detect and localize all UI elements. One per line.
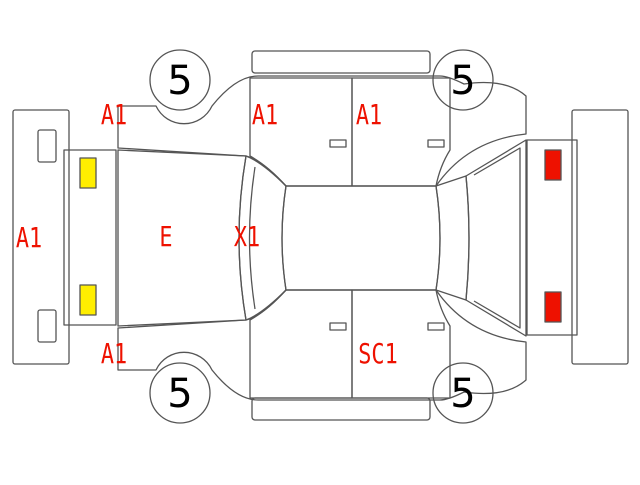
- headlight-left: [79, 157, 97, 189]
- left-side-sill: [251, 50, 431, 74]
- damage-windshield: X1: [233, 220, 261, 253]
- hood-outline: [117, 149, 247, 327]
- front-fascia-outline: [63, 149, 117, 326]
- rear-fascia-outline: [526, 139, 578, 336]
- tire-rear-right-circle: [432, 362, 494, 424]
- front-bumper-slot-lower: [37, 309, 57, 343]
- tire-front-right-depth: 5: [167, 371, 193, 417]
- right-front-door-outline: [249, 289, 353, 399]
- right-side-sill: [251, 397, 431, 421]
- right-front-door-handle: [329, 322, 347, 331]
- damage-front-right-fender: A1: [100, 337, 128, 370]
- damage-hood: E: [159, 220, 173, 253]
- damage-front-bumper: A1: [15, 221, 43, 254]
- left-rear-door-handle: [427, 139, 445, 148]
- damage-rear-left-door: A1: [355, 98, 383, 131]
- trunk-outline: [465, 139, 527, 337]
- right-rear-door-handle: [427, 322, 445, 331]
- tire-rear-left-circle: [432, 49, 494, 111]
- rear-bumper-outline: [571, 109, 629, 365]
- tire-front-left-depth: 5: [167, 58, 193, 104]
- damage-rear-right-door: SC1: [358, 337, 398, 370]
- tire-rear-right-depth: 5: [450, 371, 476, 417]
- tire-rear-left-depth: 5: [450, 58, 476, 104]
- left-front-door-outline: [249, 77, 353, 187]
- left-front-door-handle: [329, 139, 347, 148]
- front-bumper-outline: [12, 109, 70, 365]
- headlight-right: [79, 284, 97, 316]
- front-bumper-slot-upper: [37, 129, 57, 163]
- taillight-right: [544, 291, 562, 323]
- taillight-left: [544, 149, 562, 181]
- roof-outline: [281, 185, 441, 291]
- trunk-inner-line: [473, 147, 521, 329]
- right-rear-door-outline: [351, 289, 451, 399]
- left-rear-door-outline: [351, 77, 451, 187]
- damage-front-left-fender: A1: [100, 98, 128, 131]
- rear-window-outline: [435, 175, 470, 301]
- tire-front-left-circle: [149, 49, 211, 111]
- tire-front-right-circle: [149, 362, 211, 424]
- damage-front-left-door: A1: [251, 98, 279, 131]
- windshield-inner-line-a: [248, 166, 256, 310]
